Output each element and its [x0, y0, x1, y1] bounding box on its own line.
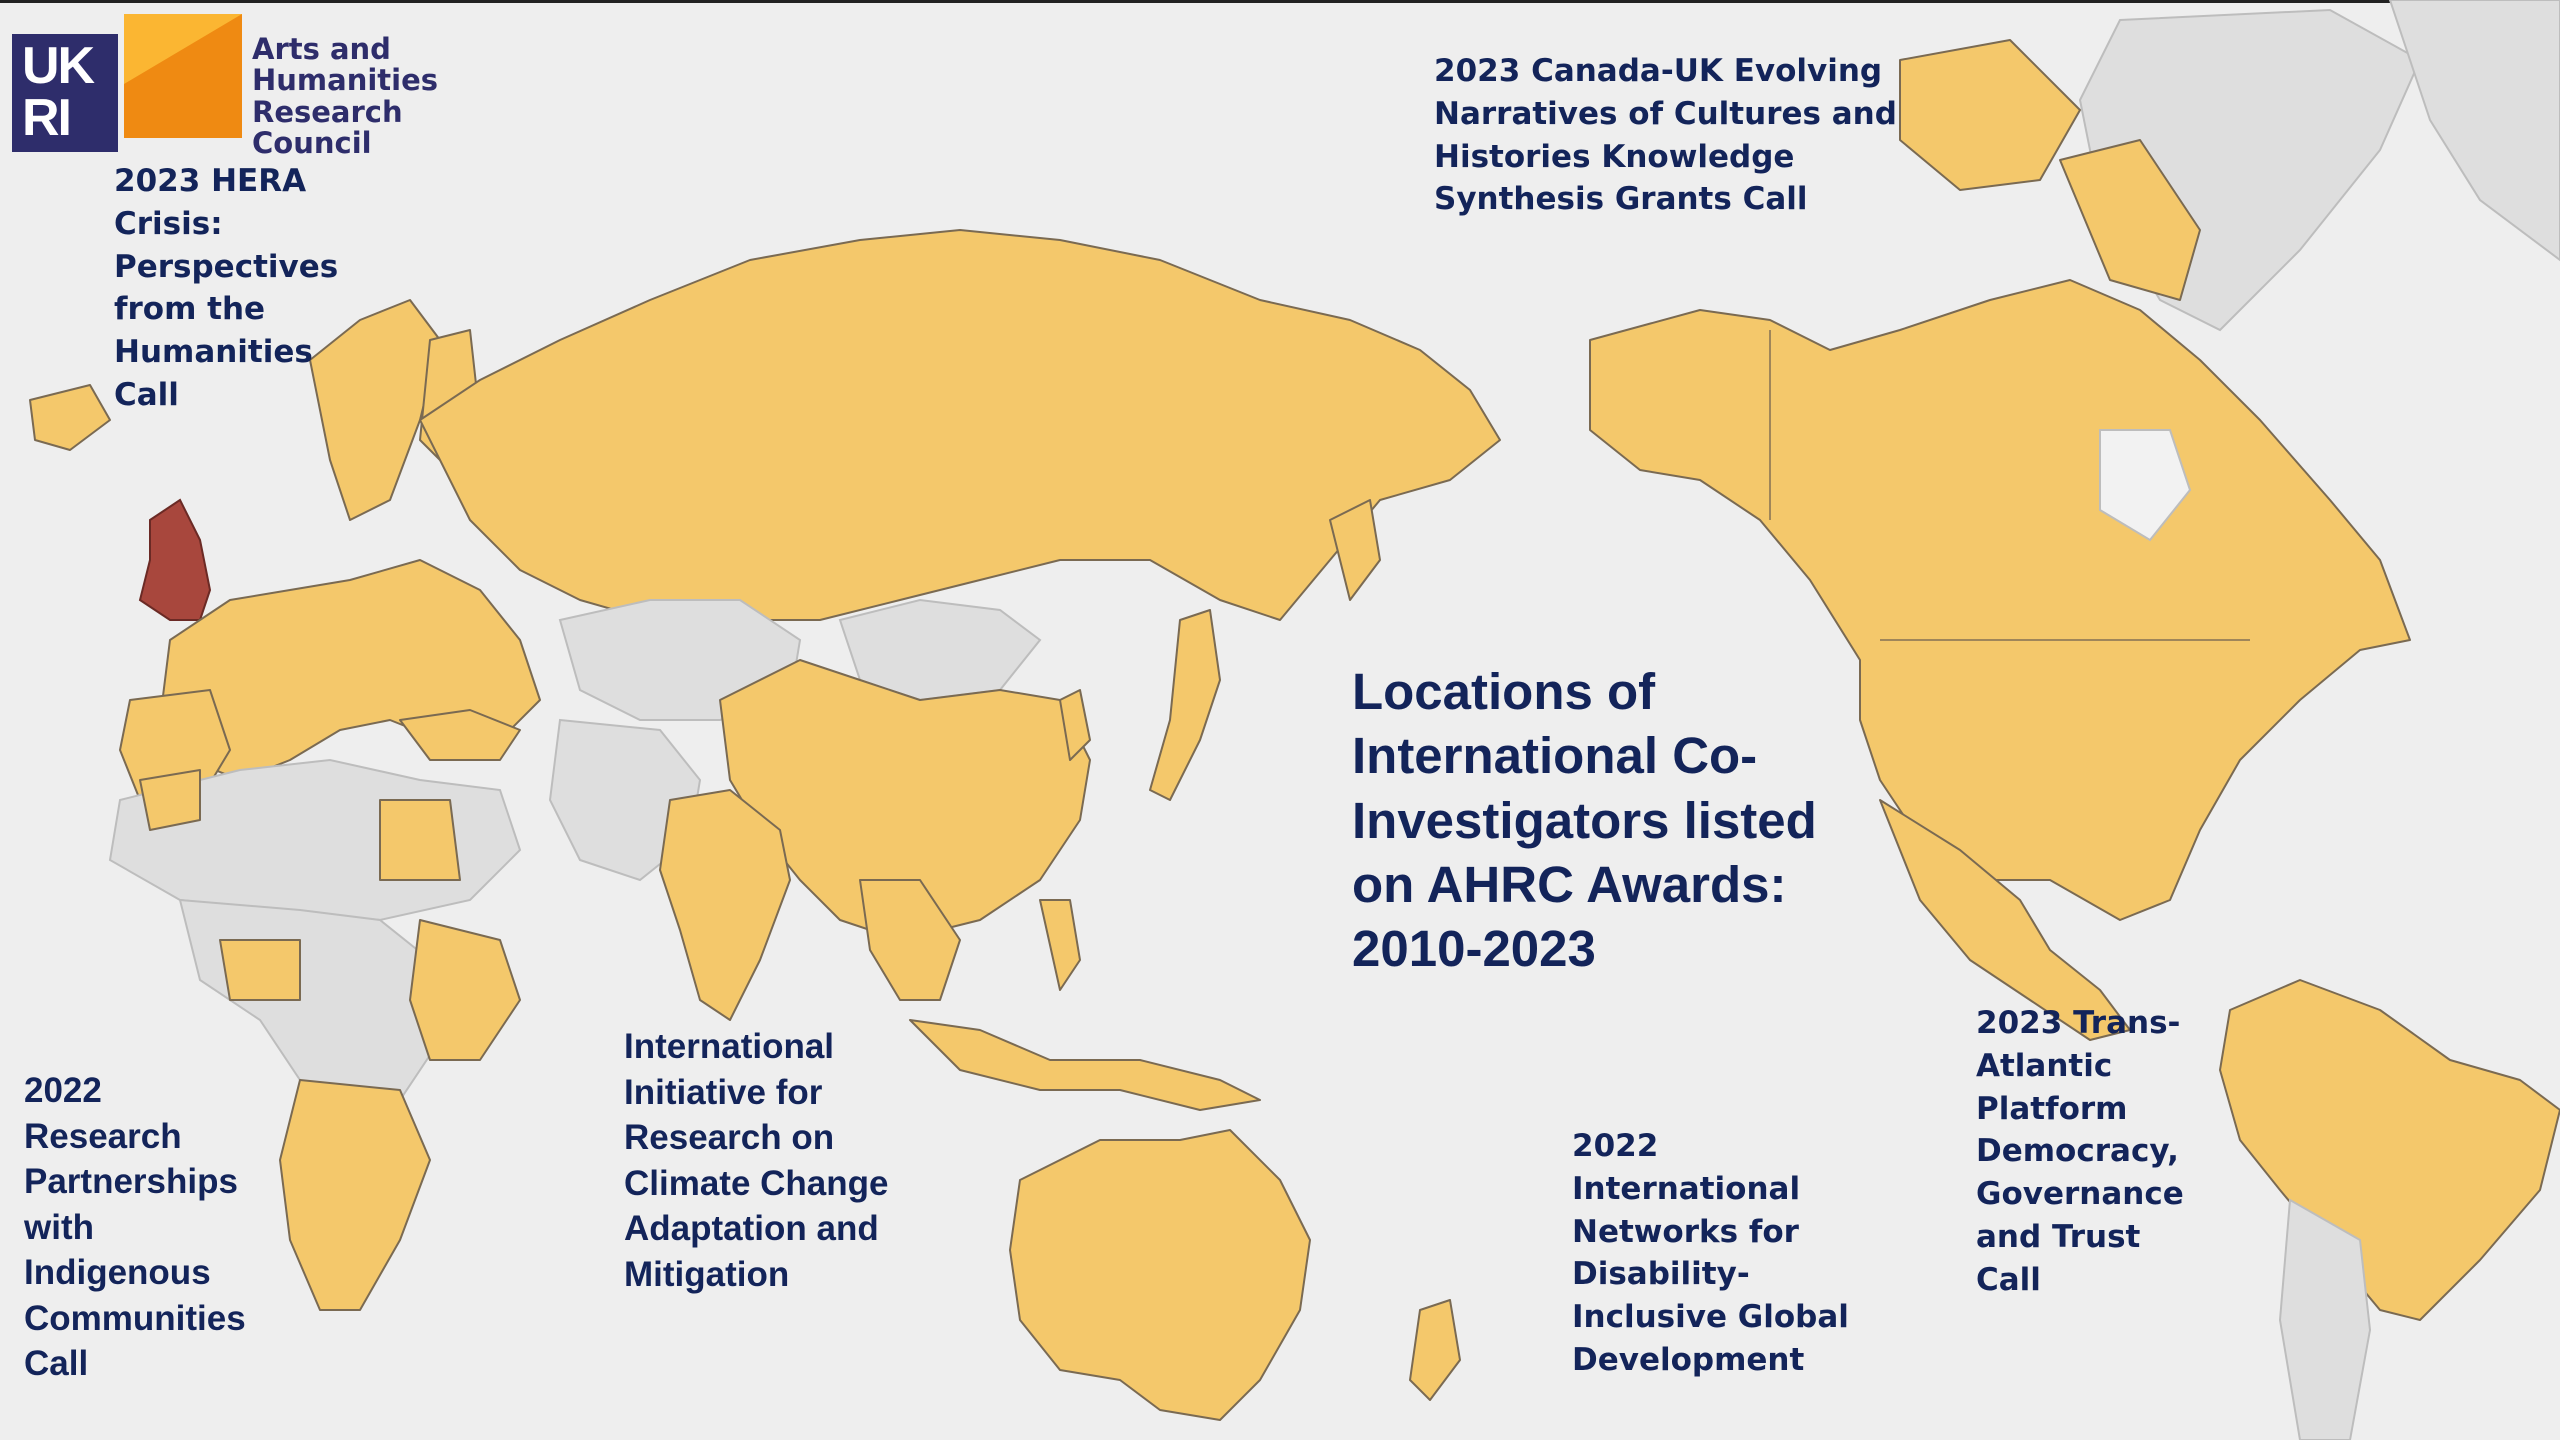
call-hera: 2023 HERA Crisis: Perspectives from the …: [114, 163, 339, 413]
korea: [1059, 689, 1091, 761]
ukri-line1: UK: [22, 37, 95, 95]
council-line1: Arts and: [252, 32, 391, 66]
hudson-bay: [2099, 429, 2192, 542]
mexico: [1879, 799, 2131, 1041]
morocco: [139, 769, 201, 831]
indonesia: [909, 1019, 1261, 1111]
call-disability: 2022 International Networks for Disabili…: [1572, 1128, 1849, 1378]
map-title: Locations of International Co-Investigat…: [1352, 663, 1817, 977]
egypt: [379, 799, 461, 881]
southern-africa: [279, 1079, 431, 1311]
call-canada-uk: 2023 Canada-UK Evolving Narratives of Cu…: [1434, 53, 1897, 218]
japan: [1149, 609, 1221, 801]
far-right-land: [2388, 0, 2560, 262]
australia: [1009, 1129, 1311, 1421]
call-trans-atlantic: 2023 Trans-Atlantic Platform Democracy, …: [1976, 1005, 2184, 1298]
ukri-mark: UK RI: [12, 34, 118, 152]
kamchatka: [1329, 499, 1381, 601]
council-name: Arts and Humanities Research Council: [252, 32, 502, 160]
ahrc-logo: UK RI Arts and Humanities Research Counc…: [12, 14, 502, 159]
arctic-islands: [1899, 39, 2081, 191]
council-line2: Humanities: [252, 63, 439, 98]
call-indigenous: 2022 Research Partnerships with Indigeno…: [24, 1071, 246, 1383]
baffin-island: [2059, 139, 2201, 301]
south-america: [2219, 979, 2560, 1321]
new-zealand: [1409, 1299, 1461, 1401]
iceland: [29, 384, 111, 451]
united-kingdom: [138, 498, 212, 621]
ukri-line2: RI: [22, 89, 72, 147]
ahrc-orange-mark: [124, 14, 242, 138]
call-climate: International Initiative for Research on…: [624, 1027, 889, 1294]
india: [659, 789, 791, 1021]
west-africa: [219, 939, 301, 1001]
north-america: [1589, 279, 2411, 921]
east-africa: [409, 919, 521, 1061]
southern-cone: [2278, 1198, 2372, 1440]
top-rule: [0, 0, 2560, 3]
southeast-asia: [859, 879, 961, 1001]
russia: [419, 229, 1501, 621]
council-line3: Research Council: [252, 94, 403, 160]
philippines: [1039, 899, 1081, 991]
turkey: [399, 709, 521, 761]
